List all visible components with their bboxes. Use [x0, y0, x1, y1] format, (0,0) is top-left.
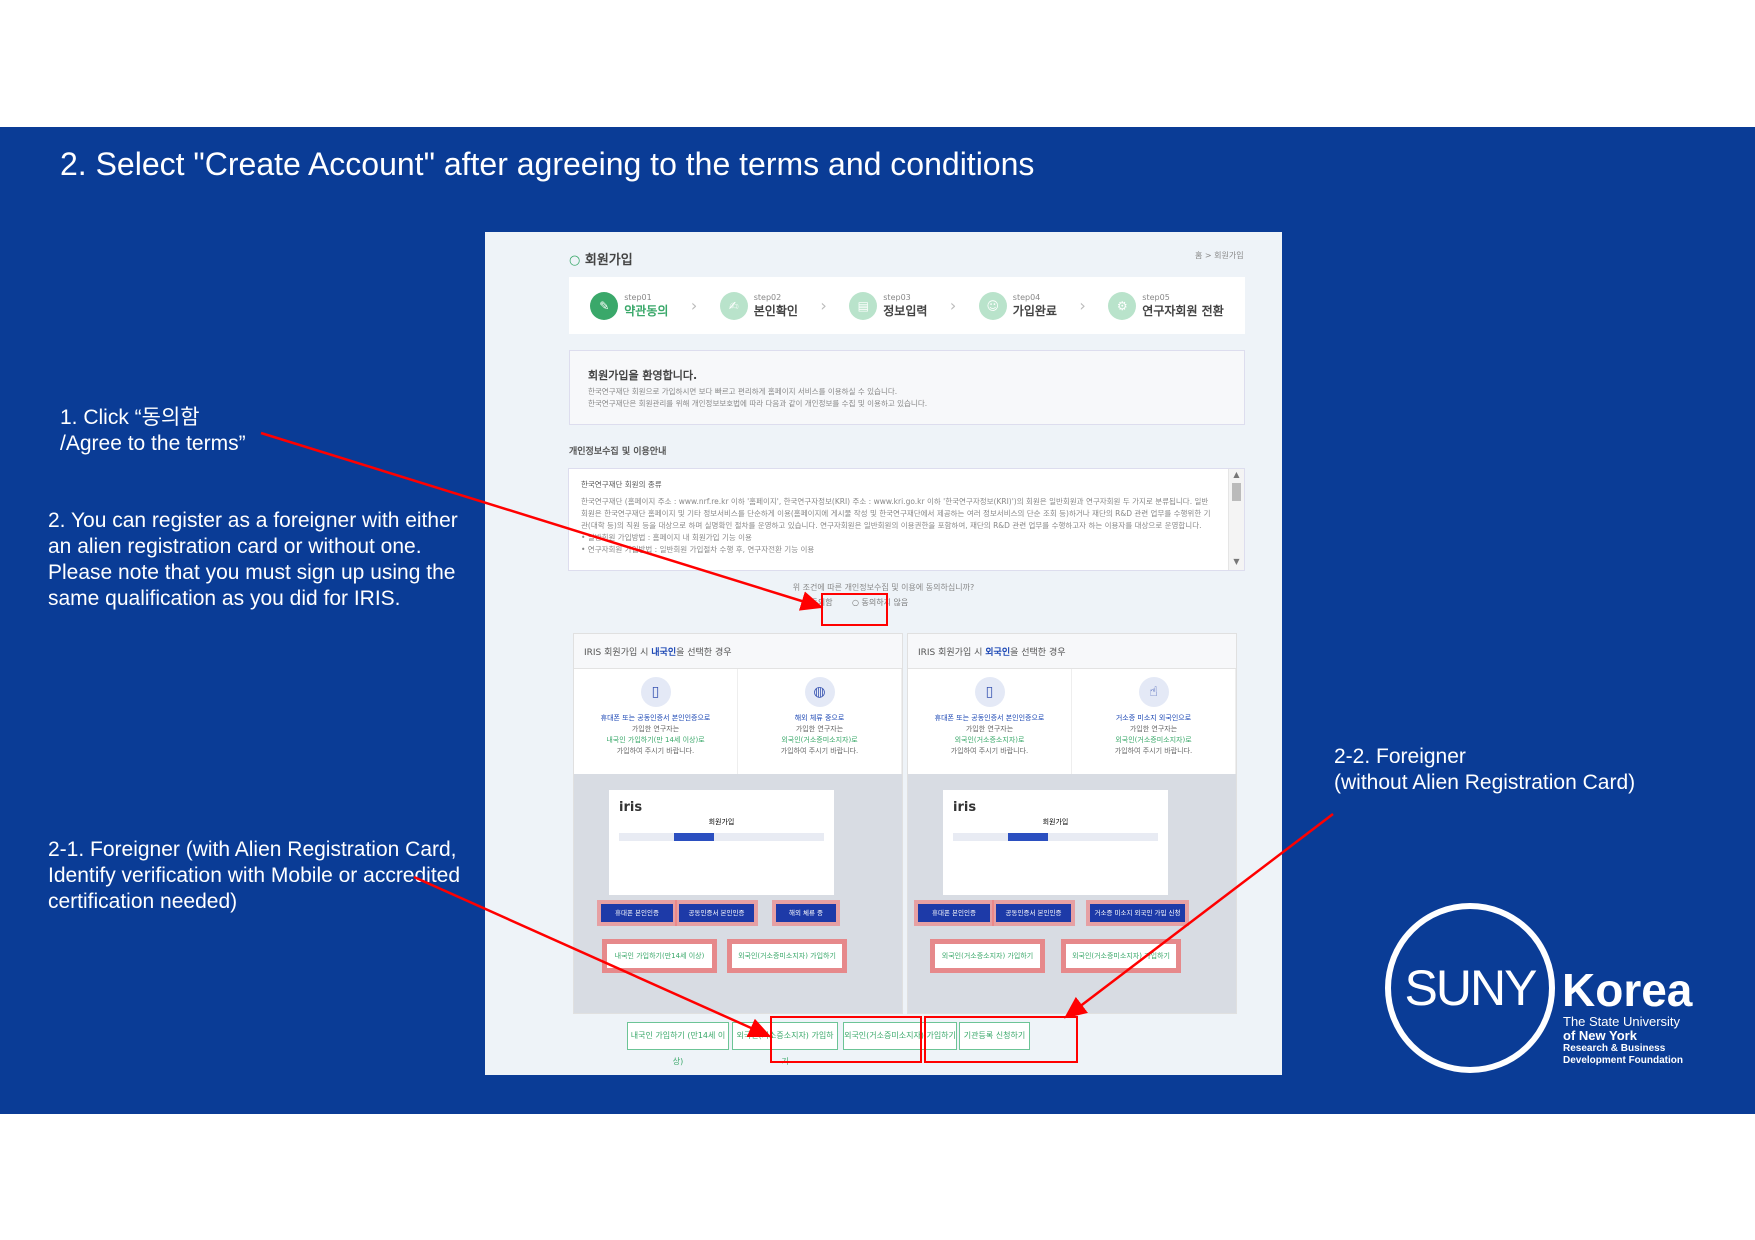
arrow-with-arc	[413, 875, 772, 1038]
cert-auth-button[interactable]: 공동인증서 본인인증	[992, 900, 1075, 926]
scroll-down-icon[interactable]: ▼	[1233, 557, 1240, 566]
step-num: step01	[624, 292, 652, 302]
chevron-right-icon: ›	[949, 296, 957, 315]
scrollbar[interactable]: ▲▼	[1228, 469, 1244, 570]
step-label: 약관동의	[624, 303, 669, 318]
mobile-auth-button[interactable]: 휴대폰 본인인증	[597, 900, 677, 926]
check-icon: ✎	[590, 291, 619, 320]
highlight-agree	[821, 593, 888, 626]
logo-line: The State University	[1563, 1014, 1681, 1029]
arrow-without-arc	[1064, 813, 1334, 1019]
hand-card-icon: ☝	[1138, 677, 1169, 707]
chevron-right-icon: ›	[690, 296, 698, 315]
logo-ring: SUNY	[1385, 903, 1555, 1073]
user-icon: ☺	[978, 291, 1007, 320]
circle-icon: ○	[569, 253, 585, 268]
step-label: 정보입력	[883, 303, 928, 318]
note-without-arc: 2-2. Foreigner (without Alien Registrati…	[1334, 745, 1636, 794]
slide-title: 2. Select "Create Account" after agreein…	[60, 146, 1035, 182]
breadcrumb[interactable]: 홈 > 회원가입	[1195, 251, 1244, 260]
arrow-agree	[260, 431, 824, 611]
phone-icon: ▯	[640, 677, 671, 707]
terms-bullet: • 연구자회원 가입방법 : 일반회원 가입절차 수행 후, 연구자전환 기능 …	[581, 545, 815, 554]
foreigner-no-arc-button[interactable]: 외국인(거소증미소지자) 가입하기	[727, 939, 847, 973]
note-agree: 1. Click “동의함 /Agree to the terms”	[60, 406, 246, 455]
no-arc-apply-button[interactable]: 거소증 미소지 외국인 가입 신청	[1086, 900, 1189, 926]
step-num: step04	[1012, 292, 1041, 302]
panel-domestic: IRIS 회원가입 시 내국인을 선택한 경우 ▯휴대폰 또는 공동인증서 본인…	[573, 633, 903, 1014]
logo-line: Development Foundation	[1563, 1055, 1683, 1066]
domestic-signup-button[interactable]: 내국인 가입하기(만14세 이상)	[602, 939, 717, 973]
step-num: step03	[883, 292, 911, 302]
signature-icon: ✍	[719, 291, 748, 320]
domestic-signup-button[interactable]: 내국인 가입하기 (만14세 이상)	[627, 1022, 729, 1066]
panel-header: IRIS 회원가입 시 외국인을 선택한 경우	[908, 634, 1236, 669]
highlight-arc-button	[770, 1016, 922, 1063]
terms-textarea[interactable]: 한국연구재단 회원의 종류 한국연구재단 (홈페이지 주소 : www.nrf.…	[568, 468, 1245, 571]
step-label: 연구자회원 전환	[1142, 303, 1224, 318]
panel-header: IRIS 회원가입 시 내국인을 선택한 경우	[574, 634, 902, 669]
step-num: step05	[1142, 292, 1170, 302]
welcome-title: 회원가입을 환영합니다.	[588, 369, 698, 382]
logo-line: of New York	[1563, 1028, 1637, 1043]
highlight-no-arc-button	[924, 1016, 1078, 1063]
foreigner-no-arc-signup-button[interactable]: 외국인(거소증미소지자) 가입하기	[843, 1022, 957, 1050]
logo-line: Research & Business	[1563, 1043, 1666, 1054]
welcome-line: 한국연구재단 회원으로 가입하시면 보다 빠르고 편리하게 홈페이지 서비스를 …	[588, 387, 898, 396]
overseas-button[interactable]: 해외 체류 중	[772, 900, 840, 926]
note-foreigner: 2. You can register as a foreigner with …	[48, 509, 458, 610]
terms-bullet: • 일반회원 가입방법 : 홈페이지 내 회원가입 기능 이용	[581, 533, 752, 542]
phone-icon: ▯	[974, 677, 1005, 707]
institution-register-button[interactable]: 기관등록 신청하기	[959, 1022, 1030, 1050]
welcome-box: 회원가입을 환영합니다. 한국연구재단 회원으로 가입하시면 보다 빠르고 편리…	[569, 350, 1245, 425]
terms-body: 한국연구재단 (홈페이지 주소 : www.nrf.re.kr 이하 '홈페이지…	[581, 497, 1211, 530]
chevron-right-icon: ›	[1079, 296, 1086, 315]
scroll-up-icon[interactable]: ▲	[1233, 470, 1240, 479]
step-label: 본인확인	[753, 303, 798, 318]
mobile-auth-button[interactable]: 휴대폰 본인인증	[914, 900, 994, 926]
consent-question: 위 조건에 따른 개인정보수집 및 이용에 동의하십니까?	[792, 583, 975, 592]
logo-name: Korea	[1562, 964, 1693, 1016]
welcome-line: 한국연구재단은 회원관리를 위해 개인정보보호법에 따라 다음과 같이 개인정보…	[588, 399, 928, 408]
terms-title: 한국연구재단 회원의 종류	[581, 480, 662, 489]
panel-foreigner: IRIS 회원가입 시 외국인을 선택한 경우 ▯휴대폰 또는 공동인증서 본인…	[907, 633, 1237, 1014]
page-heading: 회원가입	[584, 253, 633, 268]
note-with-arc: 2-1. Foreigner (with Alien Registration …	[48, 838, 461, 913]
disagree-label: 동의하지 않음	[861, 598, 909, 607]
suny-korea-logo: SUNY Korea The State University of New Y…	[1385, 903, 1715, 1073]
disagree-radio[interactable]: ○ 동의하지 않음	[852, 598, 909, 607]
globe-icon: ◍	[804, 677, 835, 707]
privacy-title: 개인정보수집 및 이용안내	[569, 447, 667, 457]
step-label: 가입완료	[1012, 303, 1057, 318]
foreigner-arc-button[interactable]: 외국인(거소증소지자) 가입하기	[930, 939, 1045, 973]
form-icon: ▤	[849, 291, 878, 320]
cert-auth-button[interactable]: 공동인증서 본인인증	[675, 900, 758, 926]
gear-icon: ⚙	[1108, 291, 1137, 320]
step-num: step02	[753, 292, 782, 302]
chevron-right-icon: ›	[820, 296, 827, 315]
